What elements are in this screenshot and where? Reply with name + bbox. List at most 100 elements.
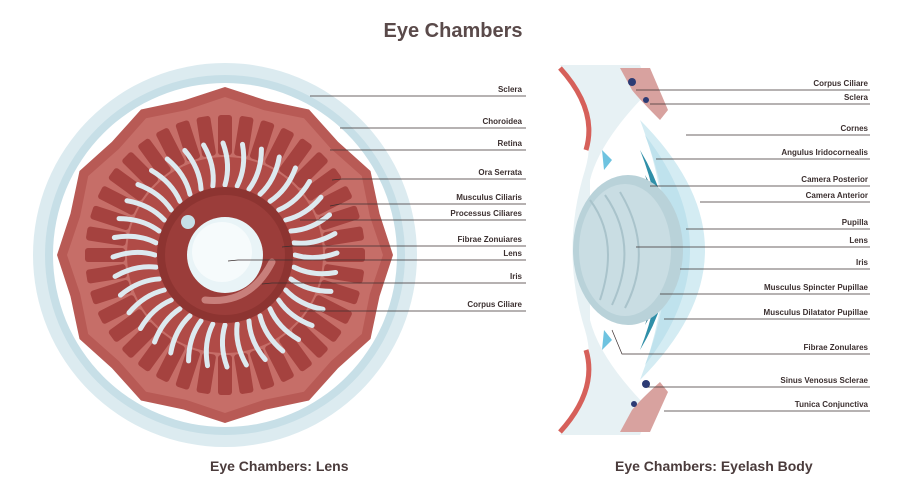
ciliary-block [196,353,216,394]
ciliary-block [175,120,200,162]
processus-ciliaris [234,141,247,189]
processus-ciliaris [257,313,286,354]
processus-ciliaris [117,276,162,298]
processus-ciliaris [111,233,159,246]
ciliary-block [265,128,294,169]
leader-line [331,178,526,181]
ciliary-block [302,168,342,201]
left-label: Processus Ciliares [450,209,522,218]
processus-ciliaris [112,264,159,279]
ciliary-block [90,280,132,305]
ciliary-block [122,322,158,358]
processus-ciliaris [257,154,282,197]
lens-fibre-3 [619,191,640,309]
right-label: Lens [849,236,868,245]
lens-fibre-2 [604,194,626,306]
processus-ciliaris [276,297,315,328]
processus-ciliaris [267,165,298,204]
ciliary-block [250,348,275,390]
ciliary-block [279,138,312,178]
processus-ciliaris [276,178,313,213]
processus-ciliaris [201,142,216,189]
processus-ciliaris [288,212,333,234]
leader-line [611,329,870,355]
processus-ciliaris [116,216,162,234]
right-eye-illustration [558,65,705,435]
processus-ciliaris [152,306,183,345]
right-label: Corpus Ciliare [813,79,868,88]
ciliary-block [138,332,171,372]
ciliary-block [138,138,171,178]
left-label: Ora Serrata [478,168,522,177]
processus-ciliaris [135,182,174,213]
ciliary-block [86,226,127,246]
processus-ciliaris [283,287,326,312]
ciliary-block [122,152,158,188]
processus-ciliaris [292,250,340,261]
right-label: Angulus Iridocornealis [781,148,868,157]
sclera-upper-edge [558,66,592,151]
processus-ciliaris [126,287,167,316]
right-label: Sinus Venosus Sclerae [780,376,868,385]
ciliary-block [196,116,216,157]
processus-ciliaris [148,167,183,204]
sinus-upper-2 [643,97,649,103]
left-label: Sclera [498,85,523,94]
page-title: Eye Chambers [383,20,523,42]
ciliary-block [90,205,132,230]
processus-ciliaris [234,321,249,368]
left-label: Retina [498,139,523,148]
processus-ciliaris [288,276,334,294]
ciliary-block [311,295,352,324]
ciliary-block [265,341,294,382]
iris-highlight [181,215,195,229]
ciliary-block [234,116,254,157]
ciliary-block [250,120,275,162]
left-label: Choroidea [482,117,522,126]
right-label: Iris [856,258,869,267]
angulus-lower [602,330,612,350]
left-label: Lens [503,249,522,258]
leader-line [227,259,526,262]
left-label: Musculus Ciliaris [456,193,522,202]
processus-ciliaris [283,194,324,223]
right-label: Camera Posterior [801,175,868,184]
right-label: Camera Anterior [806,191,868,200]
sinus-upper-1 [628,78,636,86]
lens-fibre-1 [589,199,609,301]
right-caption: Eye Chambers: Eyelash Body [615,458,813,474]
ciliary-block [234,353,254,394]
ciliary-block [323,264,364,284]
ciliary-block [108,309,148,342]
leader-line [261,282,526,285]
processus-ciliaris [219,322,230,370]
ciliary-block [292,322,328,358]
processus-ciliaris [124,198,167,223]
ciliary-block [318,280,360,305]
processus-ciliaris [291,264,339,277]
iris-reflection [201,258,276,305]
processus-ciliaris [267,306,302,343]
ciliary-block [323,226,364,246]
ciliary-block [311,186,352,215]
processus-ciliaris [246,146,264,192]
processus-ciliaris [137,297,174,332]
right-label: Musculus Spincter Pupillae [764,283,869,292]
lens-core [192,222,252,282]
left-label: Fibrae Zonuiares [458,235,523,244]
leader-line [281,245,526,248]
ciliary-block [156,128,185,169]
right-label: Sclera [844,93,869,102]
processus-ciliaris [220,140,231,188]
processus-ciliares [110,140,340,370]
processus-ciliaris [168,313,193,356]
sinus-lower-1 [642,380,650,388]
right-label: Musculus Dilatator Pupillae [764,308,869,317]
sclera-lower-edge [558,349,592,434]
processus-ciliaris [291,231,338,246]
ciliary-block [156,341,185,382]
sinus-lower-2 [631,401,637,407]
corpus-ciliare-lower [620,382,668,432]
